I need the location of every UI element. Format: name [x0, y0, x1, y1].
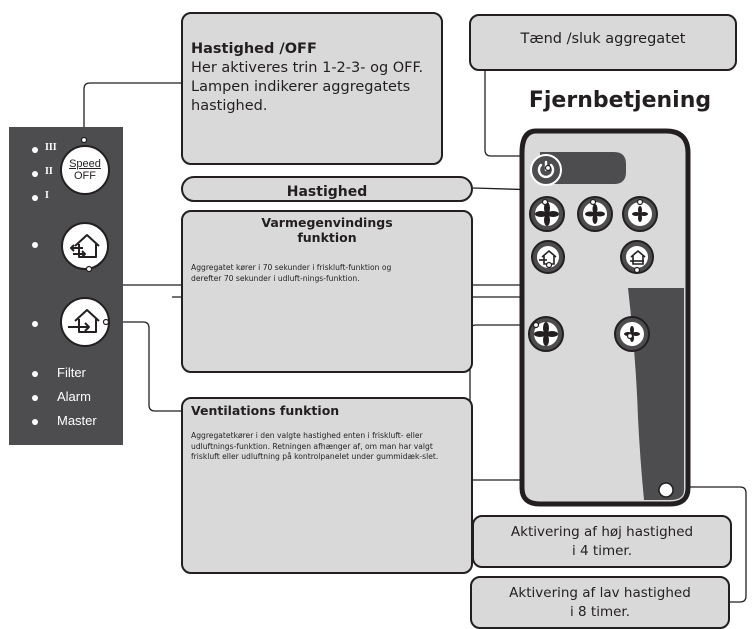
fan-icon-high [628, 202, 652, 226]
heat-recovery-title: Varmegenvindings funktion [261, 215, 393, 245]
house-swap-icon [537, 246, 559, 268]
high-speed-line2: i 4 timer. [571, 543, 633, 559]
speed-1-led [32, 195, 38, 201]
speed-info-body: Her aktiveres trin 1-2-3- og OFF. Lampen… [191, 60, 424, 114]
alarm-label: Alarm [57, 389, 91, 404]
speed-2-led [32, 171, 38, 177]
power-info-box: Tænd /sluk aggregatet [469, 14, 737, 71]
speed-3-led [32, 147, 38, 153]
fan-icon-mid [583, 202, 607, 226]
ventilation-led [32, 321, 38, 327]
ventilation-body: Aggregatetkører i den valgte hastighed e… [191, 431, 439, 461]
connector-low [664, 486, 747, 603]
ventilation-button[interactable] [60, 297, 110, 347]
heat-recovery-button[interactable] [61, 222, 109, 270]
remote-speed-2-button[interactable] [577, 196, 613, 232]
heat-recovery-body: Aggregatet kører i 70 sekunder i frisklu… [191, 263, 392, 283]
low-speed-box: Aktivering af lav hastighed i 8 timer. [470, 576, 730, 629]
connector-speed [83, 82, 181, 140]
ventilation-title: Ventilations funktion [191, 403, 340, 418]
speed-off-top-label: Speed [69, 158, 101, 170]
speed-2-label: II [45, 166, 53, 177]
ventilation-box: Ventilations funktion Aggregatetkører i … [181, 397, 473, 574]
speed-off-bottom-label: OFF [74, 170, 96, 182]
power-info-label: Tænd /sluk aggregatet [520, 31, 686, 47]
connector-power [484, 70, 549, 168]
heat-recovery-led [32, 242, 38, 248]
fan-icon-low [535, 202, 559, 226]
fan-timer-high-icon [534, 322, 558, 346]
house-arrow-icon [626, 246, 648, 268]
alarm-led [32, 395, 38, 401]
hastighed-bar: Hastighed [181, 176, 473, 202]
master-led [32, 419, 38, 425]
high-speed-line1: Aktivering af høj hastighed [510, 524, 694, 540]
speed-info-title: Hastighed /OFF [191, 41, 317, 57]
filter-led [32, 371, 38, 377]
remote-heat-recovery-button[interactable] [531, 240, 565, 274]
speed-off-button[interactable]: Speed OFF [60, 145, 110, 195]
low-speed-line1: Aktivering af lav hastighed [509, 585, 691, 601]
remote-title: Fjernbetjening [528, 88, 712, 113]
speed-1-label: I [45, 190, 49, 201]
house-swap-icon [70, 234, 100, 258]
hastighed-bar-label: Hastighed [286, 184, 368, 200]
filter-label: Filter [57, 365, 86, 380]
house-arrow-icon [68, 309, 100, 333]
speed-info-box: Hastighed /OFF Her aktiveres trin 1-2-3-… [181, 12, 443, 165]
remote-corner-dot [658, 482, 674, 498]
heat-recovery-box: Varmegenvindings funktion Aggregatet kør… [181, 210, 473, 373]
remote-high-speed-timer-button[interactable] [528, 316, 564, 352]
control-panel: III II I Speed OFF Filter Alarm [9, 127, 123, 445]
connector-ventilation [106, 321, 182, 412]
high-speed-box: Aktivering af høj hastighed i 4 timer. [472, 515, 732, 568]
speed-3-label: III [45, 142, 57, 153]
master-label: Master [57, 413, 97, 428]
low-speed-line2: i 8 timer. [569, 604, 631, 620]
power-slider [540, 152, 626, 184]
